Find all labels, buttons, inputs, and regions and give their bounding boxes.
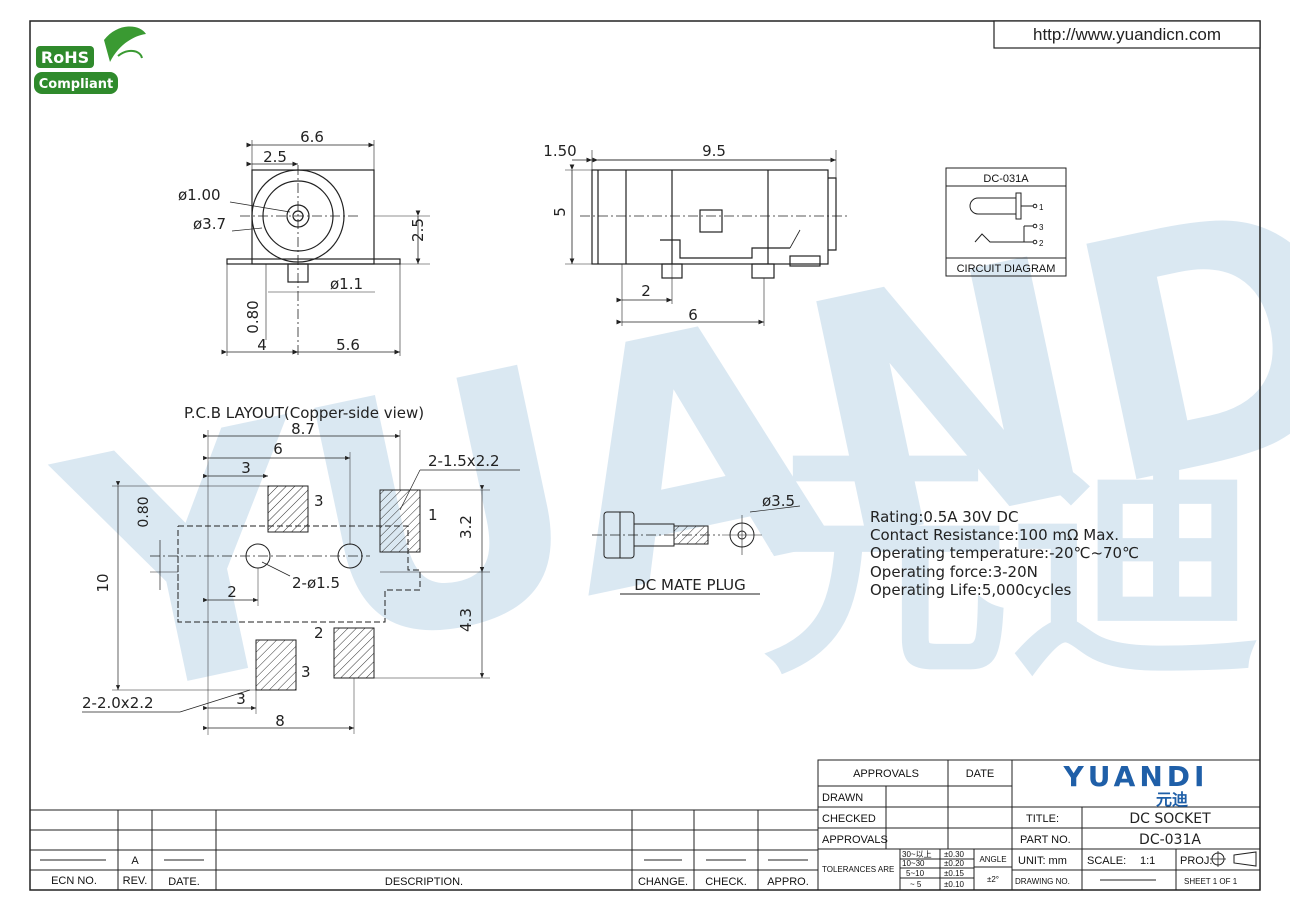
circuit-pin-1: 1 — [1039, 203, 1044, 212]
dim-side-front: 1.50 — [543, 142, 576, 160]
watermark-cjk: 元迪 — [760, 418, 1260, 709]
dim-side-pin-span: 6 — [688, 306, 698, 324]
rev-header-appro: APPRO. — [767, 876, 809, 888]
tb-brand-cn: 元迪 — [1156, 790, 1188, 809]
front-view — [221, 140, 430, 356]
rev-header-check: CHECK. — [705, 876, 747, 888]
rev-value: A — [131, 855, 139, 867]
circuit-caption: CIRCUIT DIAGRAM — [957, 263, 1056, 275]
circuit-title: DC-031A — [983, 173, 1029, 185]
pcb-dim-hole-off: 2 — [227, 583, 237, 601]
dim-bore-dia: ø3.7 — [193, 215, 226, 233]
pcb-dim-span-3-top: 3 — [241, 459, 251, 477]
tb-drawing-no: DRAWING NO. — [1015, 877, 1070, 886]
pcb-dim-span-8: 8 — [275, 712, 285, 730]
spec-list: Rating:0.5A 30V DC Contact Resistance:10… — [870, 508, 1139, 599]
tb-part-value: DC-031A — [1139, 832, 1201, 848]
plug-dia: ø3.5 — [762, 492, 795, 510]
pcb-dim-span-6: 6 — [273, 440, 283, 458]
watermark: YUANDI 元迪 — [32, 104, 1290, 777]
dim-post-len: 0.80 — [244, 300, 262, 333]
rev-header-rev: REV. — [123, 875, 148, 887]
dim-front-offset: 2.5 — [263, 148, 287, 166]
rohs-logo: RoHS Compliant — [34, 26, 146, 94]
pcb-dim-pad-height: 3.2 — [457, 515, 475, 539]
tb-scale-label: SCALE: — [1087, 855, 1126, 867]
dim-side-height: 5 — [551, 207, 569, 217]
sheet-border — [29, 20, 1261, 891]
dim-pin-dia: ø1.00 — [178, 186, 221, 204]
rev-header-date: DATE. — [168, 876, 200, 888]
dim-right-span: 5.6 — [336, 336, 360, 354]
tb-date-header: DATE — [966, 768, 995, 780]
tb-tol-val-1: ±0.30 — [944, 850, 965, 859]
dim-front-width: 6.6 — [300, 128, 324, 146]
pcb-pad-bottom-label: 2-2.0x2.2 — [82, 694, 154, 712]
pcb-pad-num-3-top: 3 — [314, 492, 324, 510]
pcb-pad-top-label: 2-1.5x2.2 — [428, 452, 500, 470]
rev-header-change: CHANGE. — [638, 876, 688, 888]
dim-side-pin-offset: 2 — [641, 282, 651, 300]
tb-tol-range-1: 30~以上 — [902, 850, 932, 859]
spec-force: Operating force:3-20N — [870, 563, 1038, 581]
url-text: http://www.yuandicn.com — [1033, 25, 1221, 44]
circuit-pin-3: 3 — [1039, 223, 1044, 232]
spec-rating: Rating:0.5A 30V DC — [870, 508, 1018, 526]
dim-left-span: 4 — [257, 336, 267, 354]
pcb-pad-num-1: 1 — [428, 506, 438, 524]
tb-unit: UNIT: mm — [1018, 855, 1067, 867]
tb-brand: YUANDI — [1063, 760, 1209, 793]
tb-angle: ANGLE — [979, 855, 1006, 864]
tb-tol-val-3: ±0.15 — [944, 869, 965, 878]
tb-tolerances: TOLERANCES ARE — [822, 865, 894, 874]
circuit-diagram — [945, 167, 1067, 277]
tb-drawn: DRAWN — [822, 792, 863, 804]
tb-proj: PROJ. — [1180, 855, 1212, 867]
revision-block — [30, 809, 818, 890]
dc-mate-plug — [592, 505, 801, 595]
spec-resistance: Contact Resistance:100 mΩ Max. — [870, 526, 1119, 544]
tb-tol-range-2: 10~30 — [902, 859, 925, 868]
tb-tol-range-3: 5~10 — [906, 869, 925, 878]
svg-text:RoHS: RoHS — [41, 48, 89, 67]
pcb-dim-total-height: 10 — [94, 573, 112, 592]
title-block — [817, 759, 1261, 891]
tb-scale-value: 1:1 — [1140, 855, 1155, 867]
pcb-dim-lower-height: 4.3 — [457, 608, 475, 632]
tb-title-label: TITLE: — [1026, 813, 1059, 825]
plug-label: DC MATE PLUG — [634, 576, 746, 594]
tb-approvals-header: APPROVALS — [853, 768, 919, 780]
tb-title-value: DC SOCKET — [1129, 811, 1211, 827]
svg-text:Compliant: Compliant — [39, 77, 113, 92]
pcb-pad-num-2: 2 — [314, 624, 324, 642]
rev-header-description: DESCRIPTION. — [385, 876, 463, 888]
tb-approvals-row: APPROVALS — [822, 834, 888, 846]
side-view — [565, 150, 850, 326]
pcb-holes-label: 2-ø1.5 — [292, 574, 340, 592]
spec-temperature: Operating temperature:-20℃~70℃ — [870, 544, 1139, 562]
rev-header-ecn: ECN NO. — [51, 875, 97, 887]
tb-sheet: SHEET 1 OF 1 — [1184, 877, 1238, 886]
tb-tol-val-2: ±0.20 — [944, 859, 965, 868]
tb-checked: CHECKED — [822, 813, 876, 825]
url-box — [993, 20, 1261, 49]
pcb-dim-off-080: 0.80 — [136, 496, 152, 527]
spec-life: Operating Life:5,000cycles — [870, 581, 1072, 599]
tb-tol-range-4: ~ 5 — [910, 880, 922, 889]
circuit-pin-2: 2 — [1039, 239, 1044, 248]
dim-side-length: 9.5 — [702, 142, 726, 160]
dim-post-dia: ø1.1 — [330, 275, 363, 293]
pcb-title: P.C.B LAYOUT(Copper-side view) — [184, 404, 424, 422]
tb-part-label: PART NO. — [1020, 834, 1071, 846]
pcb-layout — [82, 430, 520, 735]
tb-tol-val-4: ±0.10 — [944, 880, 965, 889]
pcb-dim-overall-width: 8.7 — [291, 420, 315, 438]
pcb-pad-num-3-bottom: 3 — [301, 663, 311, 681]
dim-center-height: 2.5 — [409, 218, 427, 242]
pcb-dim-span-3-bottom: 3 — [236, 690, 246, 708]
tb-angle-value: ±2° — [987, 875, 999, 884]
